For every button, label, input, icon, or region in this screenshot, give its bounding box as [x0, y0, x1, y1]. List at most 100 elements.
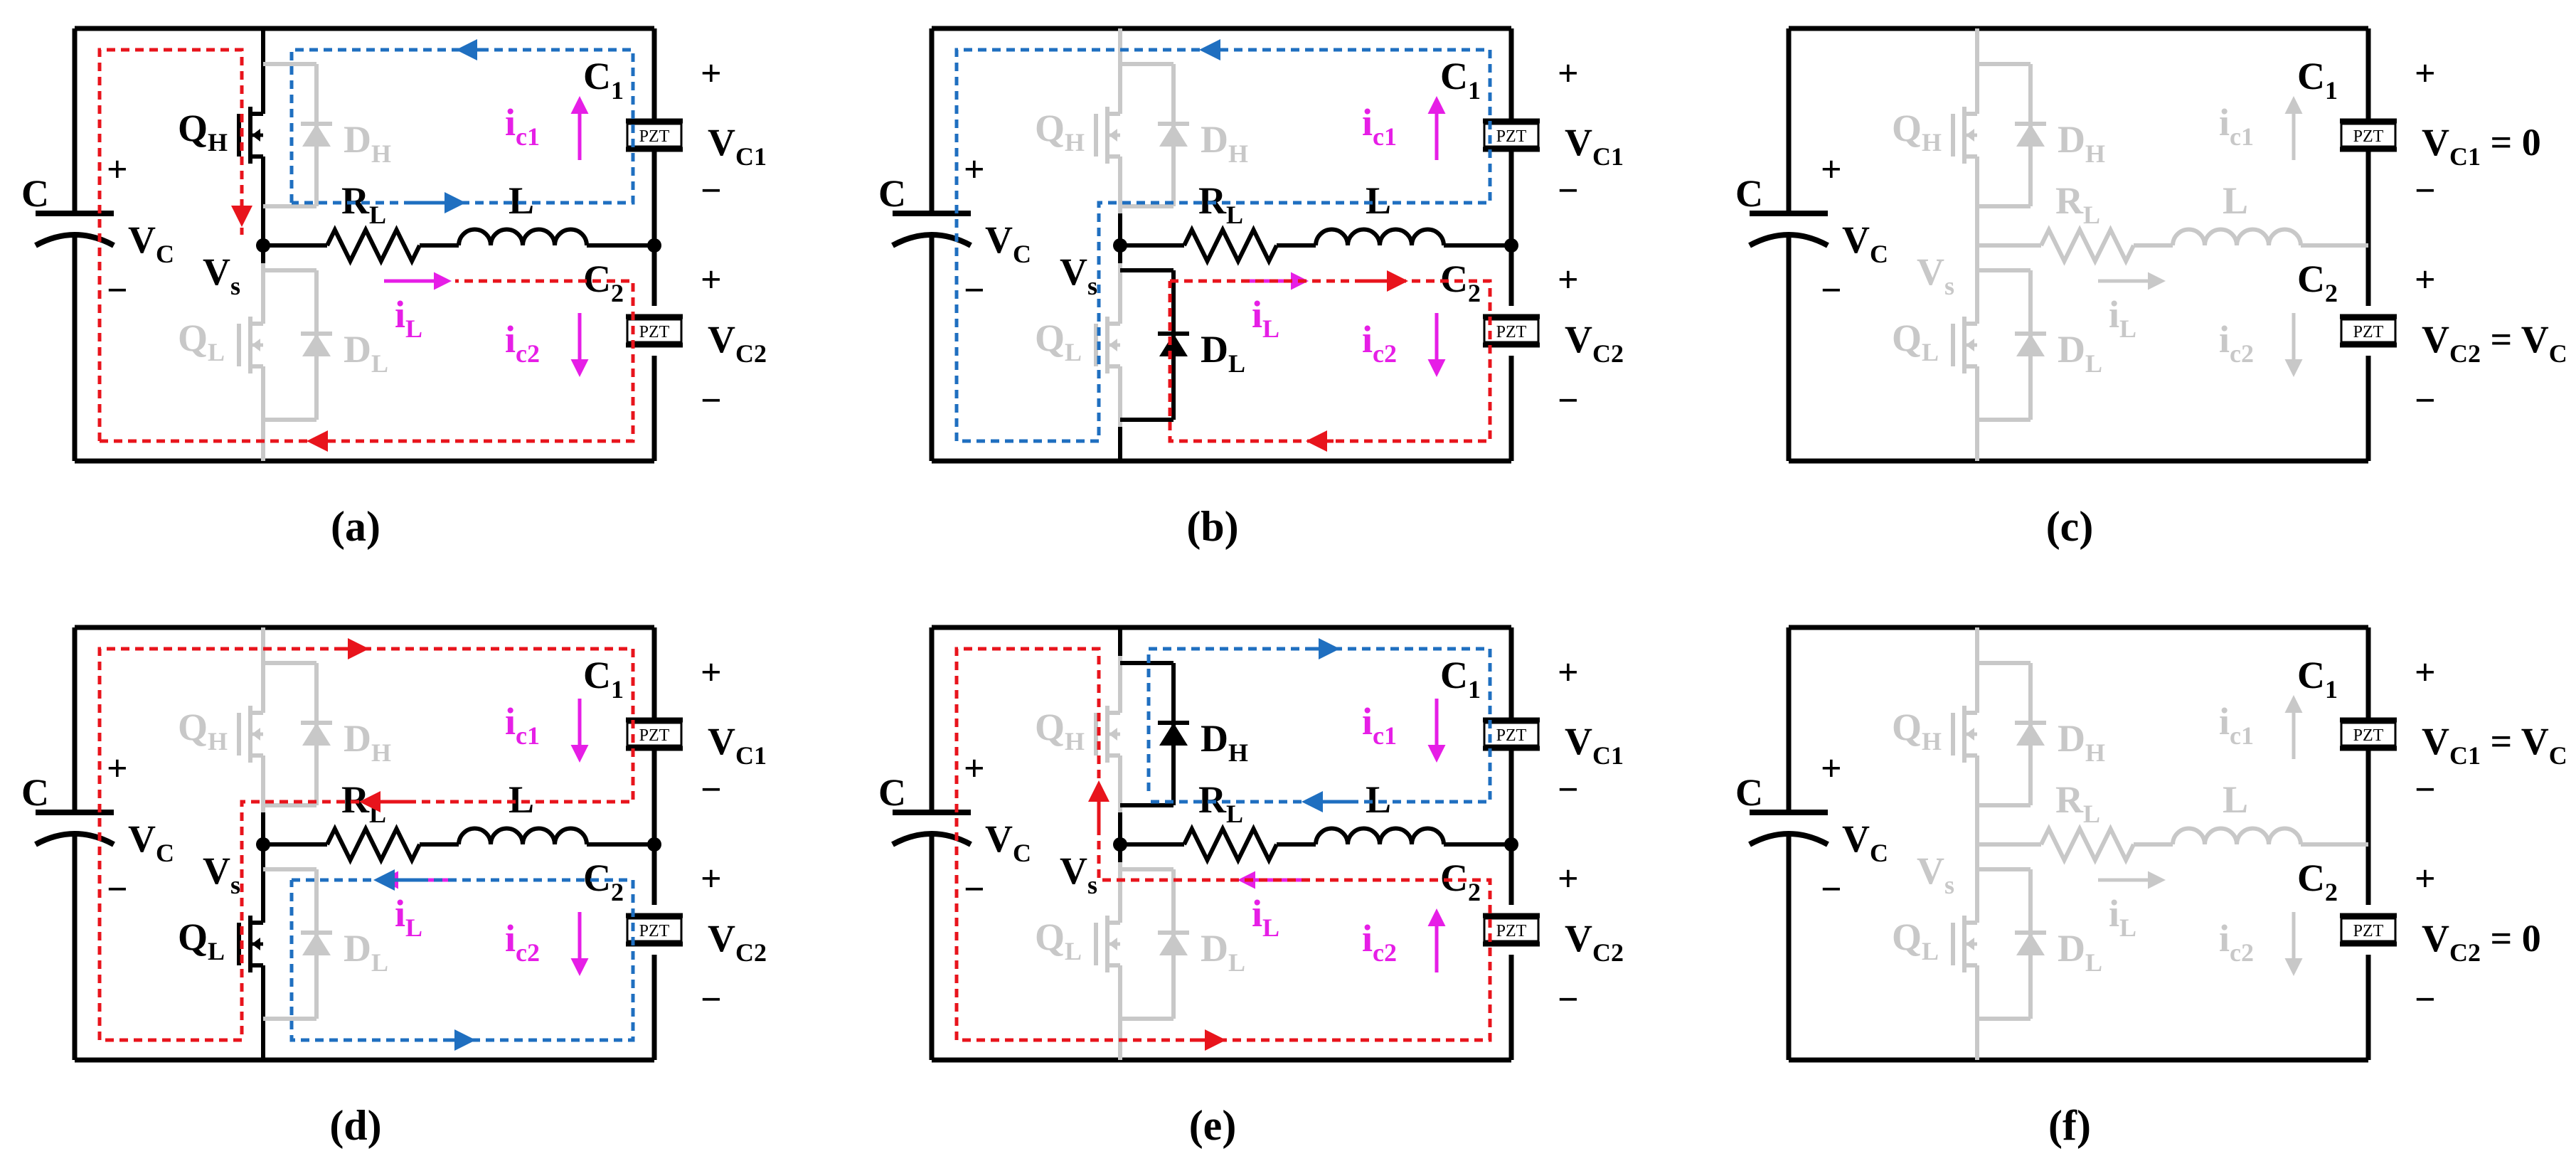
vc-minus: −	[107, 869, 128, 910]
vc-label-main: V	[985, 817, 1013, 860]
dh-label: DH	[2058, 118, 2105, 168]
ic1-label: ic1	[2219, 700, 2254, 750]
vc2-label: VC2 = VC	[2422, 318, 2567, 368]
vc2-label-main: V	[708, 318, 735, 361]
il-label-sub: L	[2119, 913, 2136, 942]
ql-label: QL	[1035, 916, 1082, 965]
ql-label: QL	[178, 317, 225, 366]
vc1-label-sub: C1	[735, 142, 767, 171]
vc2-label-sub: C2	[735, 339, 767, 368]
vc1-label-main: V	[2422, 720, 2449, 763]
vs-label: Vs	[1917, 849, 1954, 899]
cap-c-label-main: C	[878, 172, 906, 215]
qh-label: QH	[1035, 107, 1085, 157]
rl-label: RL	[1198, 778, 1243, 828]
cap-c-label-main: C	[21, 172, 49, 215]
vc-label-main: V	[1842, 218, 1870, 261]
dl-triangle-icon	[2016, 334, 2045, 356]
vc-label: VC	[128, 817, 174, 867]
vs-label-sub: s	[1944, 871, 1954, 899]
l-label: L	[2223, 778, 2248, 821]
c2-label-sub: 2	[2325, 878, 2338, 906]
c2-label-main: C	[583, 258, 611, 300]
dl-triangle-icon	[302, 334, 331, 356]
vc1-label-sub: C1	[735, 741, 767, 770]
vc2-label-sub: C2	[2449, 938, 2481, 967]
il-label-sub: L	[405, 314, 422, 343]
vc2-minus: −	[1558, 381, 1579, 421]
il-label-main: i	[395, 293, 405, 336]
il-label-main: i	[2109, 892, 2119, 935]
dl-label-main: D	[2058, 927, 2085, 970]
vc1-label: VC1	[708, 720, 767, 770]
vc2-label-main: V	[708, 917, 735, 960]
ic2-label: ic2	[505, 917, 540, 967]
vc2-plus: +	[1558, 859, 1579, 899]
vc-plus: +	[1821, 748, 1842, 789]
qh-label-main: Q	[1035, 706, 1065, 748]
c2-label-sub: 2	[2325, 279, 2338, 307]
vc1-label-main: V	[708, 720, 735, 763]
l-label: L	[2223, 179, 2248, 222]
c1-label-main: C	[2297, 55, 2325, 97]
qh-arrow-icon	[252, 728, 260, 741]
pzt-body	[626, 318, 683, 344]
ql-label-main: Q	[1892, 317, 1922, 359]
dh-label-sub: H	[1228, 139, 1248, 168]
dh-label: DH	[344, 118, 391, 168]
ic2-label-sub: c2	[2230, 938, 2254, 967]
qh-label: QH	[1892, 107, 1942, 157]
ql-label-sub: L	[1922, 338, 1939, 366]
cap-c-label-main: C	[1735, 771, 1763, 814]
il-label: iL	[1252, 293, 1279, 343]
ic2-label-sub: c2	[2230, 339, 2254, 368]
vc1-label: VC1	[708, 121, 767, 171]
vc2-label-main: V	[1565, 917, 1592, 960]
vc1-minus: −	[1558, 770, 1579, 810]
vc-minus: −	[1821, 869, 1842, 910]
dh-label-main: D	[2058, 118, 2085, 161]
c2-label-sub: 2	[1468, 279, 1481, 307]
vc1-minus: −	[2415, 171, 2436, 211]
dh-triangle-icon	[2016, 723, 2045, 746]
vs-label-main: V	[1060, 849, 1087, 892]
c1-label-main: C	[583, 55, 611, 97]
pzt-label: PZT	[639, 127, 670, 146]
ic2-label: ic2	[1362, 917, 1397, 967]
resistor-rl	[1182, 225, 1279, 266]
c2-label-main: C	[2297, 857, 2325, 899]
panel-caption-c: (c)	[2046, 503, 2094, 550]
pzt-label: PZT	[2353, 922, 2384, 940]
ic1-label: ic1	[1362, 700, 1397, 750]
ic2-label: ic2	[1362, 318, 1397, 368]
il-label: iL	[395, 892, 422, 942]
ic2-label-main: i	[2219, 917, 2230, 960]
dh-label-sub: H	[2085, 139, 2105, 168]
vc-label-sub: C	[1870, 240, 1888, 268]
ic2-label: ic2	[505, 318, 540, 368]
vc1-plus: +	[2415, 652, 2436, 693]
ic1-label-sub: c1	[516, 122, 540, 151]
pzt-label: PZT	[639, 323, 670, 341]
c2-label: C2	[2297, 857, 2338, 906]
pzt-body	[2340, 917, 2397, 943]
dl-label-sub: L	[2085, 349, 2102, 378]
right-node-dot	[647, 837, 661, 852]
pzt-body	[1483, 122, 1540, 148]
panel-caption-a: (a)	[331, 503, 380, 550]
vc-minus: −	[1821, 270, 1842, 311]
vc1-label: VC1	[1565, 121, 1624, 171]
panel-caption-e: (e)	[1189, 1102, 1237, 1149]
c2-label: C2	[583, 857, 624, 906]
vc-label-sub: C	[156, 240, 174, 268]
vs-label-main: V	[1060, 250, 1087, 293]
c1-label-main: C	[1440, 654, 1468, 696]
vc1-label: VC1 = 0	[2422, 121, 2541, 171]
vc1-label-main: V	[1565, 121, 1592, 164]
vc1-plus: +	[701, 53, 722, 94]
